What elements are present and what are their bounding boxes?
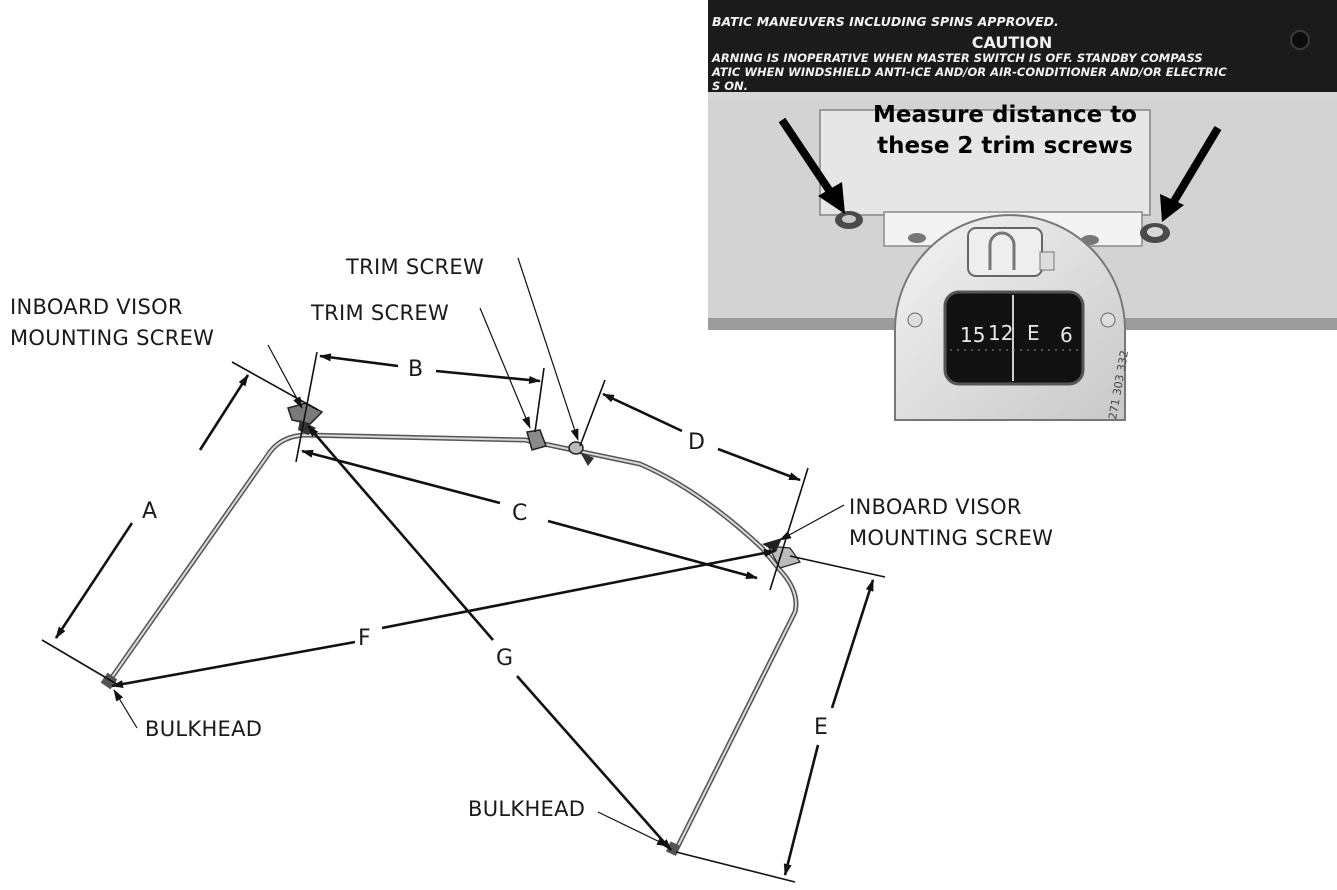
- dimension-lines: [54, 353, 875, 876]
- dimension-label-b: B: [408, 357, 423, 382]
- leader-lines: [113, 257, 845, 847]
- dimension-label-d: D: [688, 430, 705, 455]
- windshield-frame: [107, 432, 799, 853]
- dimension-label-a: A: [142, 499, 157, 524]
- placard-line-4: S ON.: [712, 79, 748, 93]
- compass-card-15: 15: [960, 323, 985, 347]
- label-trim-screw-mid: TRIM SCREW: [310, 301, 449, 325]
- trim-screw-left-photo: [835, 211, 863, 229]
- placard-panel: [708, 0, 1337, 92]
- trim-screw-1: [526, 429, 547, 451]
- label-inboard-left-1: INBOARD VISOR: [10, 295, 183, 319]
- compass-photo: BATIC MANEUVERS INCLUDING SPINS APPROVED…: [708, 0, 1337, 421]
- standby-compass: 15 12 E 6 271 303 332: [894, 214, 1131, 421]
- compass-card-e: E: [1027, 321, 1040, 345]
- label-trim-screw-top: TRIM SCREW: [345, 255, 484, 279]
- extension-lines: [41, 351, 886, 883]
- compass-card-6: 6: [1060, 323, 1073, 347]
- dimension-label-c: C: [512, 501, 527, 526]
- placard-line-2: ARNING IS INOPERATIVE WHEN MASTER SWITCH…: [711, 51, 1203, 65]
- placard-line-1: BATIC MANEUVERS INCLUDING SPINS APPROVED…: [712, 14, 1059, 29]
- label-bulkhead-bottom: BULKHEAD: [468, 797, 585, 821]
- dimension-label-g: G: [496, 646, 513, 671]
- dimension-label-f: F: [358, 626, 371, 651]
- label-bulkhead-left: BULKHEAD: [145, 717, 262, 741]
- label-inboard-left-2: MOUNTING SCREW: [10, 326, 214, 350]
- instruction-line-1: Measure distance to: [873, 102, 1137, 128]
- instruction-line-2: these 2 trim screws: [877, 133, 1133, 159]
- dimension-label-e: E: [814, 715, 828, 740]
- caution-title: CAUTION: [972, 33, 1052, 52]
- compass-card-12: 12: [988, 321, 1013, 345]
- placard-line-3: ATIC WHEN WINDSHIELD ANTI-ICE AND/OR AIR…: [711, 65, 1227, 79]
- label-inboard-right-2: MOUNTING SCREW: [849, 526, 1053, 550]
- trim-screw-2: [568, 441, 594, 466]
- arrow-right-icon: [1160, 125, 1222, 222]
- label-inboard-right-1: INBOARD VISOR: [849, 495, 1022, 519]
- trim-screw-right-photo: [1140, 223, 1170, 243]
- arrow-left-icon: [778, 117, 845, 214]
